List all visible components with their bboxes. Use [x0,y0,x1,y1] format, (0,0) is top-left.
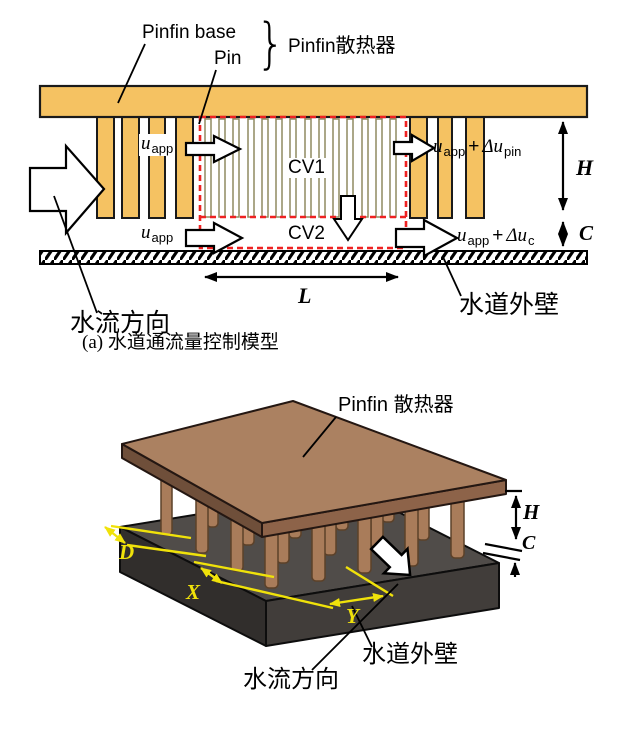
flow-block-arrows [28,133,460,258]
yellow-dimension-lines [104,524,394,610]
label-pinfin-base: Pinfin base [142,22,237,43]
pinfin-base-bar [38,84,589,119]
heatsink-cjk-b: 散热器 [393,394,454,416]
label-dim-l-a: L [298,283,312,308]
leader-lines-b [302,416,399,671]
flow-direction-arrow-3d [369,535,412,577]
pin-group-left [96,116,194,219]
hc-dimension-marks [482,489,523,577]
channel-outer-wall-bar [39,250,588,265]
outlet-channel-arrow [394,218,460,258]
label-pinfin-heatsink-a: Pinfin散热器 [288,36,396,57]
label-u-app-plus-du-pin: uapp+Δupin [433,136,522,159]
heatsink-cjk-a: 散热器 [335,35,396,57]
label-flow-direction-a: 水流方向 [70,310,171,337]
figure-b-drawing [104,400,523,671]
label-u-app-bottom: uapp [139,222,176,245]
label-dim-h-b: H [523,500,540,524]
caption-text: 水道通流量控制模型 [107,332,279,353]
label-dim-h-a: H [576,155,594,180]
label-pinfin-heatsink-b: Pinfin 散热器 [338,395,454,416]
pinfin-plate [121,400,507,538]
label-dim-c-b: C [522,532,536,554]
dimension-lines-a [204,121,568,282]
outlet-pin-arrow [392,133,437,163]
cv-dashed-box [198,115,408,250]
u-app-top-arrow [184,134,243,164]
cv1-to-cv2-arrow [332,195,364,242]
brace-glyph: } [256,12,286,75]
caption-figure-a: (a) 水道通流量控制模型 [82,333,279,353]
label-pin: Pin [214,48,242,69]
inlet-flow-arrow [28,143,106,236]
caption-prefix: (a) [82,332,104,353]
label-dim-d: D [119,540,135,564]
label-dim-x: X [186,580,201,604]
heatsink-latin-a: Pinfin [288,36,336,57]
u-app-bottom-arrow [184,221,245,255]
label-u-app-top: uapp [139,133,176,156]
figure-a-drawing [28,43,589,314]
label-dim-y: Y [346,604,359,628]
label-outer-wall-b: 水道外壁 [362,642,458,668]
label-cv1: CV1 [286,157,327,178]
leader-lines-a [53,43,462,314]
heatsink-latin-b: Pinfin [338,394,389,416]
label-u-app-plus-du-c: uapp+Δuc [457,225,535,248]
label-dim-c-a: C [579,221,594,245]
label-outer-wall-a: 水道外壁 [459,292,560,319]
pin-group-right [409,116,485,219]
label-cv2: CV2 [286,223,327,244]
label-flow-direction-b: 水流方向 [243,667,339,693]
